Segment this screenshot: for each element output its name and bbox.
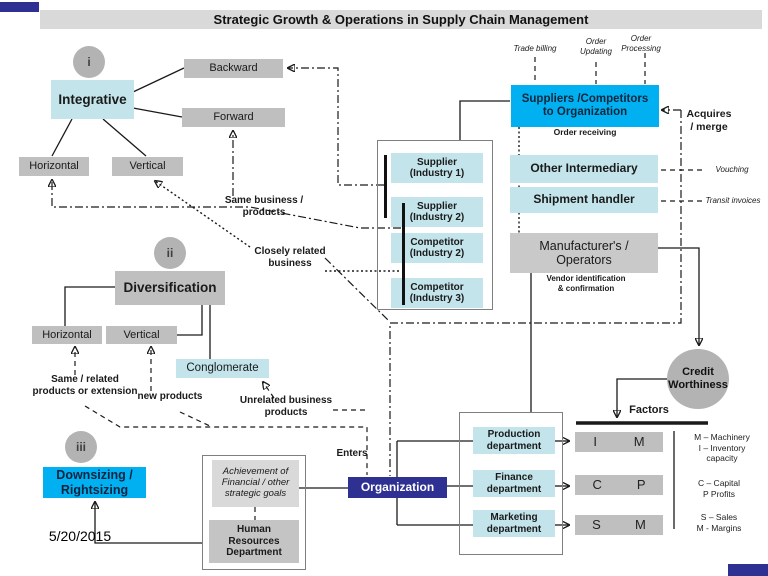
shipment-handler-box: Shipment handler [510,187,658,213]
achievement-goals-box: Achievement of Financial / other strateg… [212,460,299,507]
diversification-box: Diversification [115,271,225,305]
competitor-industry3-box: Competitor (Industry 3) [391,278,483,308]
supplier-industry1-box: Supplier (Industry 1) [391,153,483,183]
other-intermediary-box: Other Intermediary [510,155,658,183]
section-marker-ii: ii [154,237,186,269]
supplier-industry2-box: Supplier (Industry 2) [391,197,483,227]
competitor-industry2-box: Competitor (Industry 2) [391,233,483,263]
vertical-diversification-box: Vertical [106,326,177,344]
same-business-label: Same business / products [224,195,304,218]
horizontal-integration-box: Horizontal [19,157,89,176]
factor-letter: S [592,516,601,532]
forward-box: Forward [182,108,285,127]
order-receiving-label: Order receiving [553,127,617,137]
unrelated-business-label: Unrelated business products [239,395,333,418]
vertical-integration-box: Vertical [112,157,183,176]
corner-accent-bottom-right [728,564,768,576]
legend-machinery-inventory: M – Machinery I – Inventory capacity [694,432,750,464]
order-processing-label: Order Processing [621,34,661,53]
new-products-label: new products [137,391,203,402]
enters-label: Enters [336,448,368,459]
hr-panel-frame [202,455,306,570]
page-title: Strategic Growth & Operations in Supply … [40,10,762,29]
vendor-identification-label: Vendor identification & confirmation [546,274,626,293]
section-marker-i: i [73,46,105,78]
legend-capital-profits: C – Capital P Profits [697,478,741,499]
closely-related-label: Closely related business [254,246,326,269]
legend-sales-margins: S – Sales M - Margins [696,512,742,533]
production-department-box: Production department [473,427,555,454]
transit-invoices-label: Transit invoices [705,196,761,205]
factor-row-capital-profits: C P [575,475,663,495]
section-marker-iii: iii [65,431,97,463]
factors-label: Factors [629,404,669,416]
factor-letter: P [636,476,646,492]
manufacturers-operators-box: Manufacturer's / Operators [510,233,658,273]
suppliers-panel-frame [377,140,493,310]
factor-letter: M [635,516,646,532]
vouching-label: Vouching [715,165,749,174]
marketing-department-box: Marketing department [473,510,555,537]
acquires-merge-label: Acquires / merge [686,108,732,133]
suppliers-competitors-box: Suppliers /Competitors to Organization [511,85,659,127]
factor-letter: I [593,433,597,449]
same-related-products-label: Same / related products or extension [32,374,138,397]
trade-billing-label: Trade billing [513,44,557,53]
backward-box: Backward [184,59,283,78]
factor-row-machinery-inventory: I M [575,432,663,452]
order-updating-label: Order Updating [579,37,613,56]
conglomerate-box: Conglomerate [176,359,269,378]
horizontal-diversification-box: Horizontal [32,326,102,344]
corner-accent-top-left [0,2,39,12]
supplier-group-bar-2 [402,203,405,305]
organization-box: Organization [348,477,447,498]
credit-worthiness-circle: Credit Worthiness [667,349,729,409]
downsizing-box: Downsizing / Rightsizing [43,467,146,498]
factor-letter: M [633,433,645,449]
supplier-group-bar-1 [384,155,387,218]
integrative-box: Integrative [51,80,134,119]
slide-date: 5/20/2015 [48,528,112,544]
human-resources-box: Human Resources Department [209,520,299,563]
factor-letter: C [592,476,602,492]
finance-department-box: Finance department [473,470,555,497]
factor-row-sales-margins: S M [575,515,663,535]
